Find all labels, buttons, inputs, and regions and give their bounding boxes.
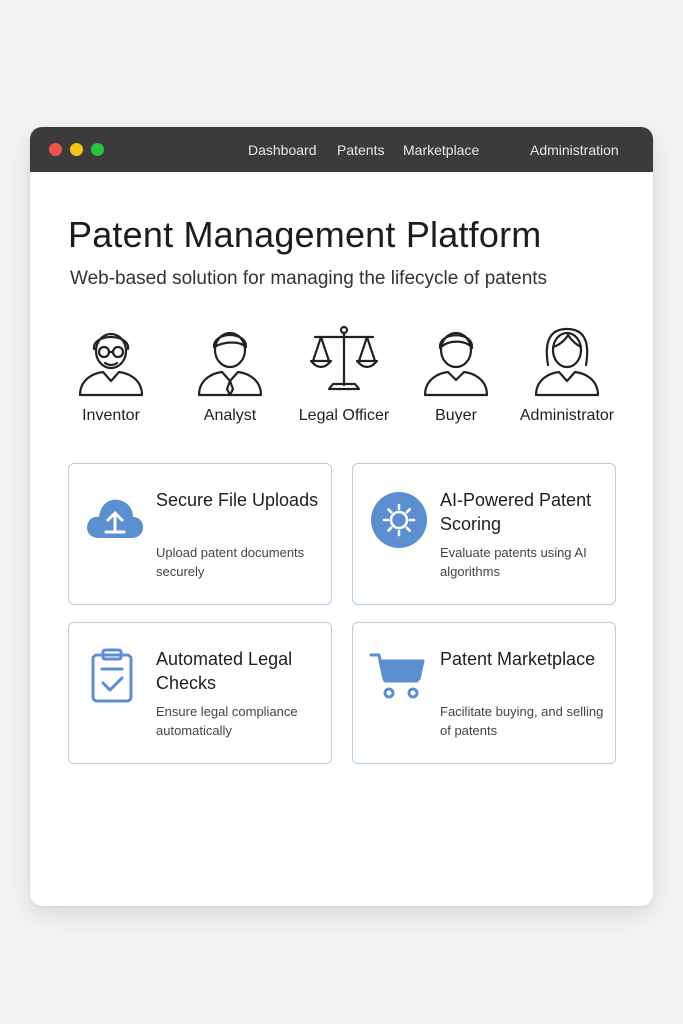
feature-description: Ensure legal compliance automatically bbox=[156, 704, 298, 738]
clipboard-check-icon bbox=[91, 648, 133, 703]
title-bar: Dashboard Patents Marketplace Administra… bbox=[30, 127, 653, 172]
gear-icon bbox=[371, 492, 427, 548]
feature-description: Upload patent documents securely bbox=[156, 545, 305, 579]
administrator-icon bbox=[534, 327, 600, 397]
close-window-button[interactable] bbox=[49, 143, 62, 156]
role-analyst: Analyst bbox=[165, 323, 295, 425]
maximize-window-button[interactable] bbox=[91, 143, 104, 156]
role-label: Administrator bbox=[519, 407, 615, 424]
analyst-icon bbox=[197, 331, 263, 397]
feature-description: Facilitate buying, and selling of patent… bbox=[440, 704, 604, 738]
role-label: Inventor bbox=[82, 407, 140, 424]
nav-administration[interactable]: Administration bbox=[530, 142, 619, 158]
minimize-window-button[interactable] bbox=[70, 143, 83, 156]
role-label: Buyer bbox=[435, 407, 477, 424]
feature-card-automated-legal-checks[interactable]: Automated Legal Checks Ensure legal comp… bbox=[68, 622, 332, 764]
feature-card-patent-marketplace[interactable]: Patent Marketplace Facilitate buying, an… bbox=[352, 622, 616, 764]
shopping-cart-icon bbox=[369, 653, 425, 699]
role-buyer: Buyer bbox=[391, 323, 521, 425]
feature-title: AI-Powered Patent Scoring bbox=[440, 490, 592, 534]
feature-description: Evaluate patents using AI algorithms bbox=[440, 545, 587, 579]
role-legal-officer: Legal Officer bbox=[279, 323, 409, 425]
feature-card-secure-file-uploads[interactable]: Secure File Uploads Upload patent docume… bbox=[68, 463, 332, 605]
page-subtitle: Web-based solution for managing the life… bbox=[70, 268, 548, 289]
inventor-icon bbox=[78, 332, 144, 397]
page-title: Patent Management Platform bbox=[68, 214, 542, 255]
scales-icon bbox=[309, 325, 379, 391]
nav-dashboard[interactable]: Dashboard bbox=[248, 142, 317, 158]
feature-title: Patent Marketplace bbox=[440, 649, 596, 669]
role-label: Legal Officer bbox=[298, 407, 390, 424]
role-administrator: Administrator bbox=[502, 323, 632, 425]
nav-patents[interactable]: Patents bbox=[337, 142, 385, 158]
nav-marketplace[interactable]: Marketplace bbox=[403, 142, 480, 158]
role-label: Analyst bbox=[203, 407, 257, 424]
buyer-icon bbox=[423, 331, 489, 397]
feature-title: Automated Legal Checks bbox=[156, 649, 293, 693]
cloud-upload-icon bbox=[87, 499, 144, 538]
role-inventor: Inventor bbox=[46, 323, 176, 425]
feature-title: Secure File Uploads bbox=[156, 490, 319, 510]
feature-card-ai-powered-patent-scoring[interactable]: AI-Powered Patent Scoring Evaluate paten… bbox=[352, 463, 616, 605]
app-window: Dashboard Patents Marketplace Administra… bbox=[30, 127, 653, 906]
